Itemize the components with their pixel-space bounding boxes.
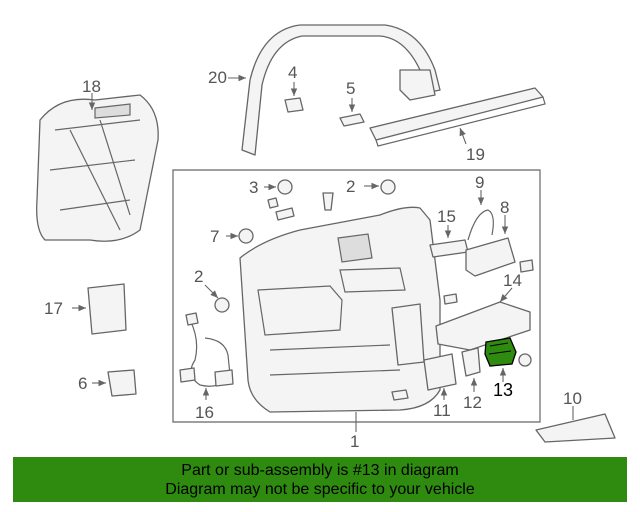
callout-18: 18 bbox=[82, 77, 101, 96]
part-9-rod bbox=[467, 209, 494, 241]
part-6-bracket bbox=[107, 369, 137, 397]
screw-handle bbox=[519, 259, 534, 273]
part-4-clip bbox=[284, 97, 304, 113]
part-17-bracket bbox=[87, 283, 127, 335]
part-8-inside-handle bbox=[465, 237, 516, 277]
part-10-molding bbox=[535, 413, 616, 443]
callout-13: 13 bbox=[493, 380, 513, 400]
callout-12: 12 bbox=[463, 393, 482, 412]
callout-2-left: 2 bbox=[194, 267, 203, 286]
screw-small-c bbox=[275, 207, 295, 221]
callout-11: 11 bbox=[433, 401, 451, 420]
part-12-switch bbox=[461, 347, 481, 377]
callout-3: 3 bbox=[249, 178, 258, 197]
parts-diagram: 18 20 4 5 19 3 2 7 1 2 bbox=[36, 24, 616, 451]
callout-14: 14 bbox=[503, 271, 522, 290]
callout-6: 6 bbox=[78, 374, 87, 393]
part-5-pad bbox=[339, 113, 365, 127]
banner-line-2: Diagram may not be specific to your vehi… bbox=[165, 481, 475, 498]
callout-1: 1 bbox=[350, 432, 359, 451]
callout-4: 4 bbox=[288, 63, 297, 82]
banner-line-1: Part or sub-assembly is #13 in diagram bbox=[181, 462, 459, 479]
part-16-wiring-harness bbox=[179, 312, 234, 387]
part-3-grommet bbox=[277, 179, 293, 195]
part-15-switch-bezel bbox=[429, 239, 469, 258]
callout-8: 8 bbox=[500, 198, 509, 217]
callout-20: 20 bbox=[208, 68, 227, 87]
callout-5: 5 bbox=[346, 79, 355, 98]
callout-9: 9 bbox=[475, 173, 484, 192]
part-2-push-pin-top bbox=[380, 179, 396, 195]
part-13-window-switch-highlighted bbox=[484, 337, 517, 367]
callout-10: 10 bbox=[563, 389, 582, 408]
part-7-push-pin bbox=[238, 228, 254, 244]
part-19-belt-molding bbox=[369, 87, 544, 141]
callout-15: 15 bbox=[437, 207, 456, 226]
assembly-boundary-box bbox=[172, 169, 541, 423]
callout-16: 16 bbox=[195, 403, 214, 422]
screw-small-a bbox=[322, 192, 334, 211]
callout-7: 7 bbox=[210, 227, 219, 246]
screw-small-b bbox=[267, 197, 279, 209]
screw-13 bbox=[518, 353, 532, 367]
pad-small bbox=[391, 389, 409, 401]
callout-17: 17 bbox=[44, 299, 63, 318]
part-20-frame-molding bbox=[241, 24, 441, 156]
callout-19: 19 bbox=[466, 145, 485, 164]
part-18-window-regulator bbox=[36, 94, 159, 242]
part-11-switch bbox=[423, 353, 457, 391]
callout-2-top: 2 bbox=[346, 177, 355, 196]
part-14-switch-panel bbox=[435, 301, 531, 351]
clip-small bbox=[443, 293, 458, 305]
info-banner: Part or sub-assembly is #13 in diagram D… bbox=[13, 457, 627, 502]
part-2-push-pin-left bbox=[214, 297, 230, 313]
part-1-door-trim-panel bbox=[239, 206, 441, 413]
